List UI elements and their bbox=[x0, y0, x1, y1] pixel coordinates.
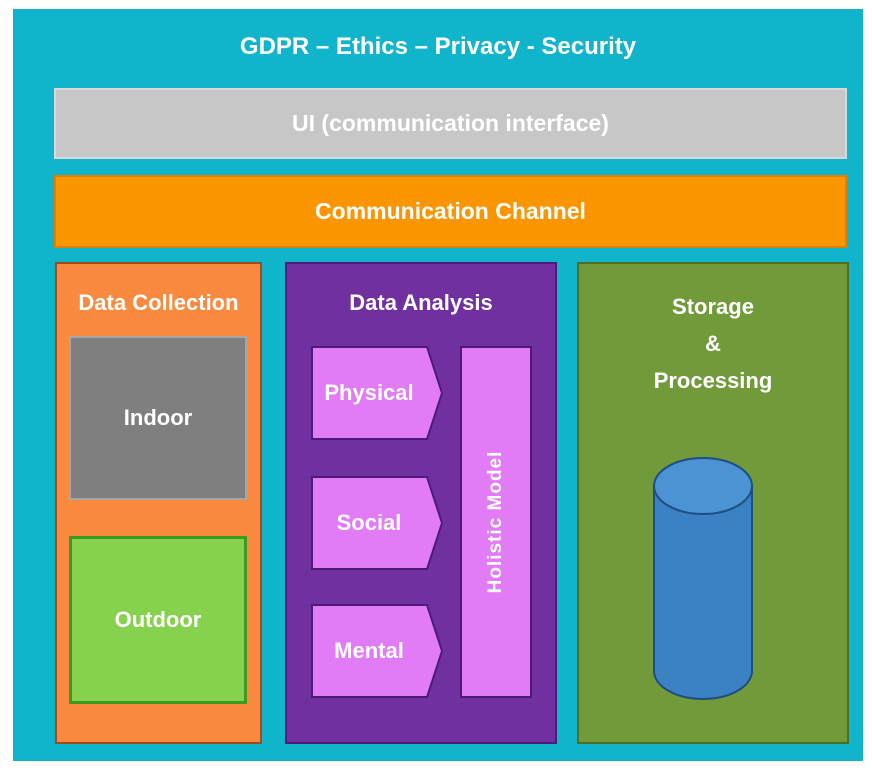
outdoor-box: Outdoor bbox=[69, 536, 247, 704]
holistic-model-label: Holistic Model bbox=[485, 450, 506, 594]
ui-layer: UI (communication interface) bbox=[54, 88, 847, 159]
storage-title-line-2: & bbox=[705, 331, 721, 356]
data-collection-block: Data Collection Indoor Outdoor bbox=[55, 262, 262, 744]
architecture-diagram: GDPR – Ethics – Privacy - Security UI (c… bbox=[13, 9, 863, 761]
data-analysis-block: Data Analysis Physical Social Mental Hol… bbox=[285, 262, 557, 744]
diagram-title: GDPR – Ethics – Privacy - Security bbox=[239, 33, 637, 60]
database-cylinder-icon bbox=[653, 457, 753, 700]
communication-channel-label: Communication Channel bbox=[315, 198, 586, 224]
physical-label: Physical bbox=[324, 380, 414, 405]
chevron-shape-icon bbox=[311, 346, 443, 440]
storage-title: Storage & Processing bbox=[579, 288, 847, 399]
storage-processing-block: Storage & Processing bbox=[577, 262, 849, 744]
data-analysis-title: Data Analysis bbox=[349, 290, 493, 315]
storage-title-line-1: Storage bbox=[672, 294, 754, 319]
physical-chevron: Physical bbox=[311, 346, 443, 440]
social-label: Social bbox=[336, 510, 402, 535]
chevron-shape-icon bbox=[311, 604, 443, 698]
holistic-model-box: Holistic Model bbox=[460, 346, 532, 698]
mental-label: Mental bbox=[334, 638, 404, 663]
mental-chevron: Mental bbox=[311, 604, 443, 698]
ui-layer-label: UI (communication interface) bbox=[292, 110, 609, 136]
indoor-label: Indoor bbox=[123, 405, 193, 430]
indoor-box: Indoor bbox=[69, 336, 247, 500]
communication-channel-layer: Communication Channel bbox=[54, 175, 847, 248]
outdoor-label: Outdoor bbox=[114, 607, 202, 632]
data-collection-title: Data Collection bbox=[78, 290, 239, 315]
social-chevron: Social bbox=[311, 476, 443, 570]
chevron-shape-icon bbox=[311, 476, 443, 570]
storage-title-line-3: Processing bbox=[653, 368, 773, 393]
